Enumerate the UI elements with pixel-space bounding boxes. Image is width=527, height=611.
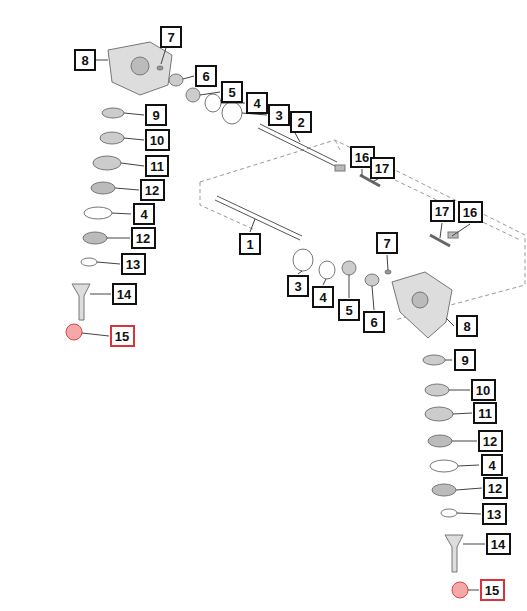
callout-box: 14 [112,283,137,305]
callout-number: 10 [476,384,490,397]
callout-number: 9 [152,109,159,122]
callout-box: 4 [312,286,334,308]
callout-number: 6 [370,316,377,329]
callout-number: 4 [488,459,495,472]
callout-number: 14 [117,288,131,301]
callout-number: 3 [294,280,301,293]
leader-lines [82,48,485,590]
callout-box: 7 [160,26,182,48]
callout-box: 4 [246,92,268,114]
callout-box: 1 [239,233,261,255]
callout-number: 5 [228,86,235,99]
callout-box: 7 [376,232,398,254]
callout-number: 12 [145,184,159,197]
callout-number: 17 [435,205,449,218]
callout-number: 13 [126,258,140,271]
callout-box: 12 [140,179,165,201]
callout-number: 15 [115,330,129,343]
callout-box: 15 [110,325,135,347]
callout-box: 5 [338,299,360,321]
callout-box: 16 [458,201,483,223]
callout-number: 8 [81,54,88,67]
callout-box: 10 [471,379,496,401]
callout-number: 4 [319,291,326,304]
callout-number: 4 [140,208,147,221]
callout-box: 4 [481,454,503,476]
callout-number: 6 [202,70,209,83]
callout-number: 12 [488,482,502,495]
callout-number: 11 [150,160,164,173]
callout-number: 13 [487,508,501,521]
callout-number: 16 [355,151,369,164]
callout-box: 17 [430,200,455,222]
callout-box: 3 [268,104,290,126]
callout-number: 5 [345,304,352,317]
callout-box: 8 [456,315,478,337]
callout-box: 12 [478,430,503,452]
callout-box: 13 [121,253,146,275]
callout-box: 9 [145,104,167,126]
callout-number: 17 [375,162,389,175]
callout-box: 10 [145,129,170,151]
callout-number: 8 [463,320,470,333]
callout-box: 4 [133,203,155,225]
callout-box: 9 [454,349,476,371]
callout-box: 3 [287,275,309,297]
parts-art [66,42,525,598]
callout-number: 11 [478,407,492,420]
callout-box: 15 [480,579,505,601]
callout-box: 2 [290,111,312,133]
callout-box: 13 [482,503,507,525]
callout-box: 11 [145,155,169,177]
callout-number: 1 [246,238,253,251]
callout-number: 14 [491,538,505,551]
callout-number: 7 [383,237,390,250]
callout-box: 11 [473,402,497,424]
callout-box: 17 [370,157,395,179]
callout-box: 12 [131,227,156,249]
callout-number: 4 [253,97,260,110]
callout-box: 12 [483,477,508,499]
callout-number: 2 [297,116,304,129]
callout-number: 16 [463,206,477,219]
callout-number: 12 [483,435,497,448]
callout-number: 3 [275,109,282,122]
callout-box: 14 [486,533,511,555]
callout-number: 7 [167,31,174,44]
callout-number: 10 [150,134,164,147]
callout-number: 12 [136,232,150,245]
callout-box: 6 [195,65,217,87]
callout-number: 15 [485,584,499,597]
callout-box: 5 [221,81,243,103]
callout-box: 6 [363,311,385,333]
callout-box: 8 [74,49,96,71]
callout-number: 9 [461,354,468,367]
